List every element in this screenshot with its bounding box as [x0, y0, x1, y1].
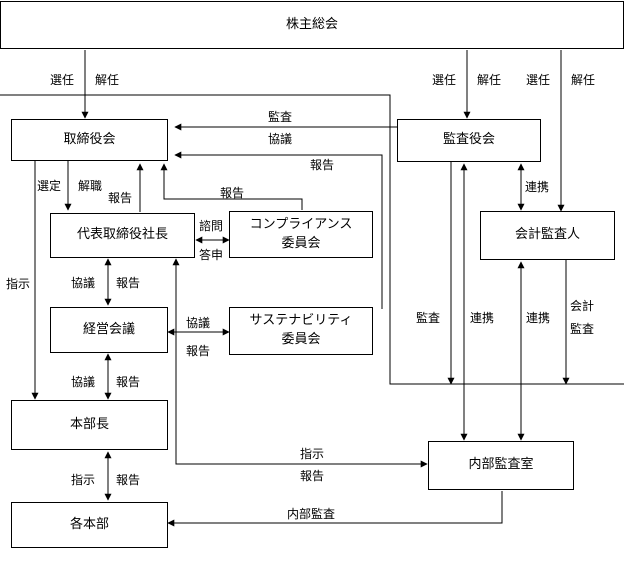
consult-label-management: 協議 — [71, 276, 96, 290]
instruct-label-divisions: 指示 — [71, 473, 96, 487]
elect-label-board: 選任 — [50, 73, 75, 87]
consult-label-heads: 協議 — [71, 375, 96, 389]
audit-label-board: 監査 — [268, 110, 293, 124]
liaison-label-internal: 連携 — [470, 311, 495, 325]
elect-label-accounting: 選任 — [526, 73, 551, 87]
ceo-label: 代表取締役社長 — [76, 227, 168, 243]
report-label-ceo: 報告 — [108, 191, 133, 205]
compliance-committee-label-2: 委員会 — [281, 235, 321, 251]
report-label-internal-audit: 報告 — [300, 469, 325, 483]
divisions-label: 各本部 — [69, 516, 109, 532]
sustainability-report-arrow — [174, 151, 383, 309]
audit-label-auditors: 監査 — [416, 311, 441, 325]
board-label: 取締役会 — [63, 131, 116, 147]
divisions-box: 各本部 — [11, 502, 168, 548]
sustainability-committee-label-1: サステナビリティ — [249, 313, 353, 329]
management-meeting-box: 経営会議 — [50, 307, 168, 353]
compliance-committee-label-1: コンプライアンス — [249, 216, 353, 232]
consult-label-board: 協議 — [268, 132, 293, 146]
accounting-auditor-box: 会計監査人 — [480, 211, 615, 260]
accounting-label: 会計 — [570, 299, 595, 313]
report-label-sustainability-mgmt: 報告 — [186, 344, 211, 358]
report-label-management: 報告 — [116, 276, 141, 290]
instruct-label-heads: 指示 — [6, 277, 31, 291]
division-heads-label: 本部長 — [69, 416, 109, 432]
liaison-label-accounting: 連携 — [525, 180, 550, 194]
division-heads-box: 本部長 — [11, 400, 168, 450]
ceo-internal-audit-arrow — [172, 258, 428, 468]
ceo-box: 代表取締役社長 — [50, 213, 195, 258]
dismiss-label-auditors: 解任 — [477, 73, 502, 87]
audit-label-accounting: 監査 — [570, 322, 595, 336]
accounting-auditor-label: 会計監査人 — [514, 227, 580, 243]
management-meeting-label: 経営会議 — [82, 321, 135, 337]
internal-audit-office-box: 内部監査室 — [428, 441, 574, 490]
company-boundary — [0, 94, 624, 385]
compliance-committee-box: コンプライアンス 委員会 — [229, 211, 373, 258]
auditors-box: 監査役会 — [397, 119, 541, 162]
auditors-label: 監査役会 — [442, 132, 495, 148]
shareholders-meeting-label: 株主総会 — [285, 16, 338, 32]
sustainability-committee-box: サステナビリティ 委員会 — [229, 307, 373, 355]
report-label-heads: 報告 — [116, 375, 141, 389]
instruct-label-internal-audit: 指示 — [300, 447, 325, 461]
report-label-compliance: 報告 — [220, 186, 245, 200]
dismiss-label-accounting: 解任 — [571, 73, 596, 87]
board-box: 取締役会 — [11, 119, 168, 161]
inquiry-label: 諮問 — [199, 219, 224, 233]
compliance-report-arrow — [160, 163, 303, 210]
consult-label-sustainability: 協議 — [186, 316, 211, 330]
internal-audit-office-label: 内部監査室 — [468, 457, 534, 473]
internal-audit-label: 内部監査 — [287, 507, 336, 521]
response-label: 答申 — [199, 248, 224, 262]
dismiss-label-board: 解任 — [95, 73, 120, 87]
internal-audit-divisions-arrow — [167, 491, 503, 527]
elect-label-auditors: 選任 — [432, 73, 457, 87]
liaison-label-accounting-internal: 連携 — [526, 311, 551, 325]
appoint-label: 選定 — [37, 179, 62, 193]
report-label-divisions: 報告 — [116, 473, 141, 487]
report-label-sustainability: 報告 — [310, 158, 335, 172]
sustainability-committee-label-2: 委員会 — [281, 332, 321, 347]
remove-label: 解職 — [78, 179, 103, 193]
shareholders-meeting-box: 株主総会 — [0, 1, 624, 49]
